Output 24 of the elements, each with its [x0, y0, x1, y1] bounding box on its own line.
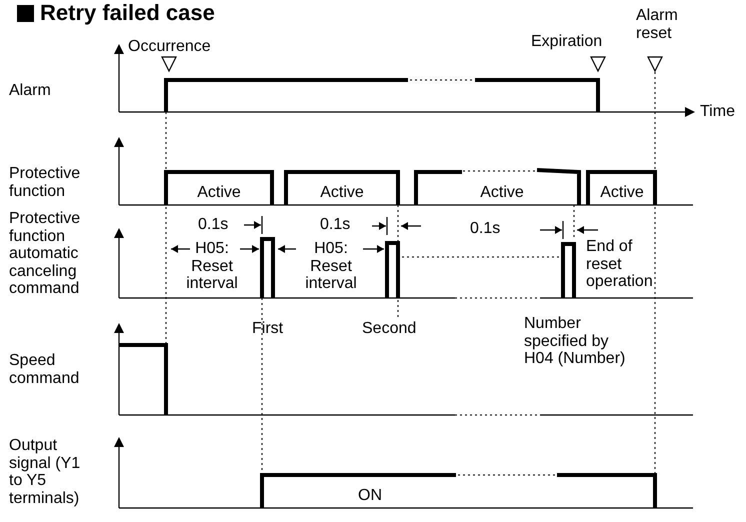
signal-label: Protective function	[9, 165, 82, 200]
event-label: Expiration	[531, 33, 602, 50]
signal-label: Protective function automatic canceling command	[9, 210, 82, 298]
title: Retry failed case	[40, 0, 215, 26]
interval-label: H05: Reset interval	[185, 240, 239, 292]
axis-label: Time	[700, 103, 735, 120]
state-label: Active	[196, 184, 242, 202]
signal-label: Alarm	[9, 82, 51, 100]
signal-label: Speed command	[9, 352, 80, 387]
interval-label: H05: Reset interval	[304, 240, 358, 292]
retry-label: First	[252, 320, 284, 338]
state-label: Active	[319, 184, 365, 202]
retry-label: Second	[362, 320, 416, 338]
state-label: Active	[479, 184, 525, 202]
dimension-label: 0.1s	[470, 220, 500, 238]
dimension-label: 0.1s	[320, 216, 350, 234]
retry-label: Number specified by H04 (Number)	[524, 315, 626, 368]
state-label: ON	[358, 487, 382, 504]
state-label: Active	[599, 184, 645, 202]
event-label: Occurrence	[128, 38, 211, 56]
note: End of reset operation	[586, 238, 654, 290]
event-label: Alarm reset	[636, 7, 679, 42]
signal-label: Output signal (Y1 to Y5 terminals)	[9, 437, 82, 507]
dimension-label: 0.1s	[198, 216, 228, 234]
